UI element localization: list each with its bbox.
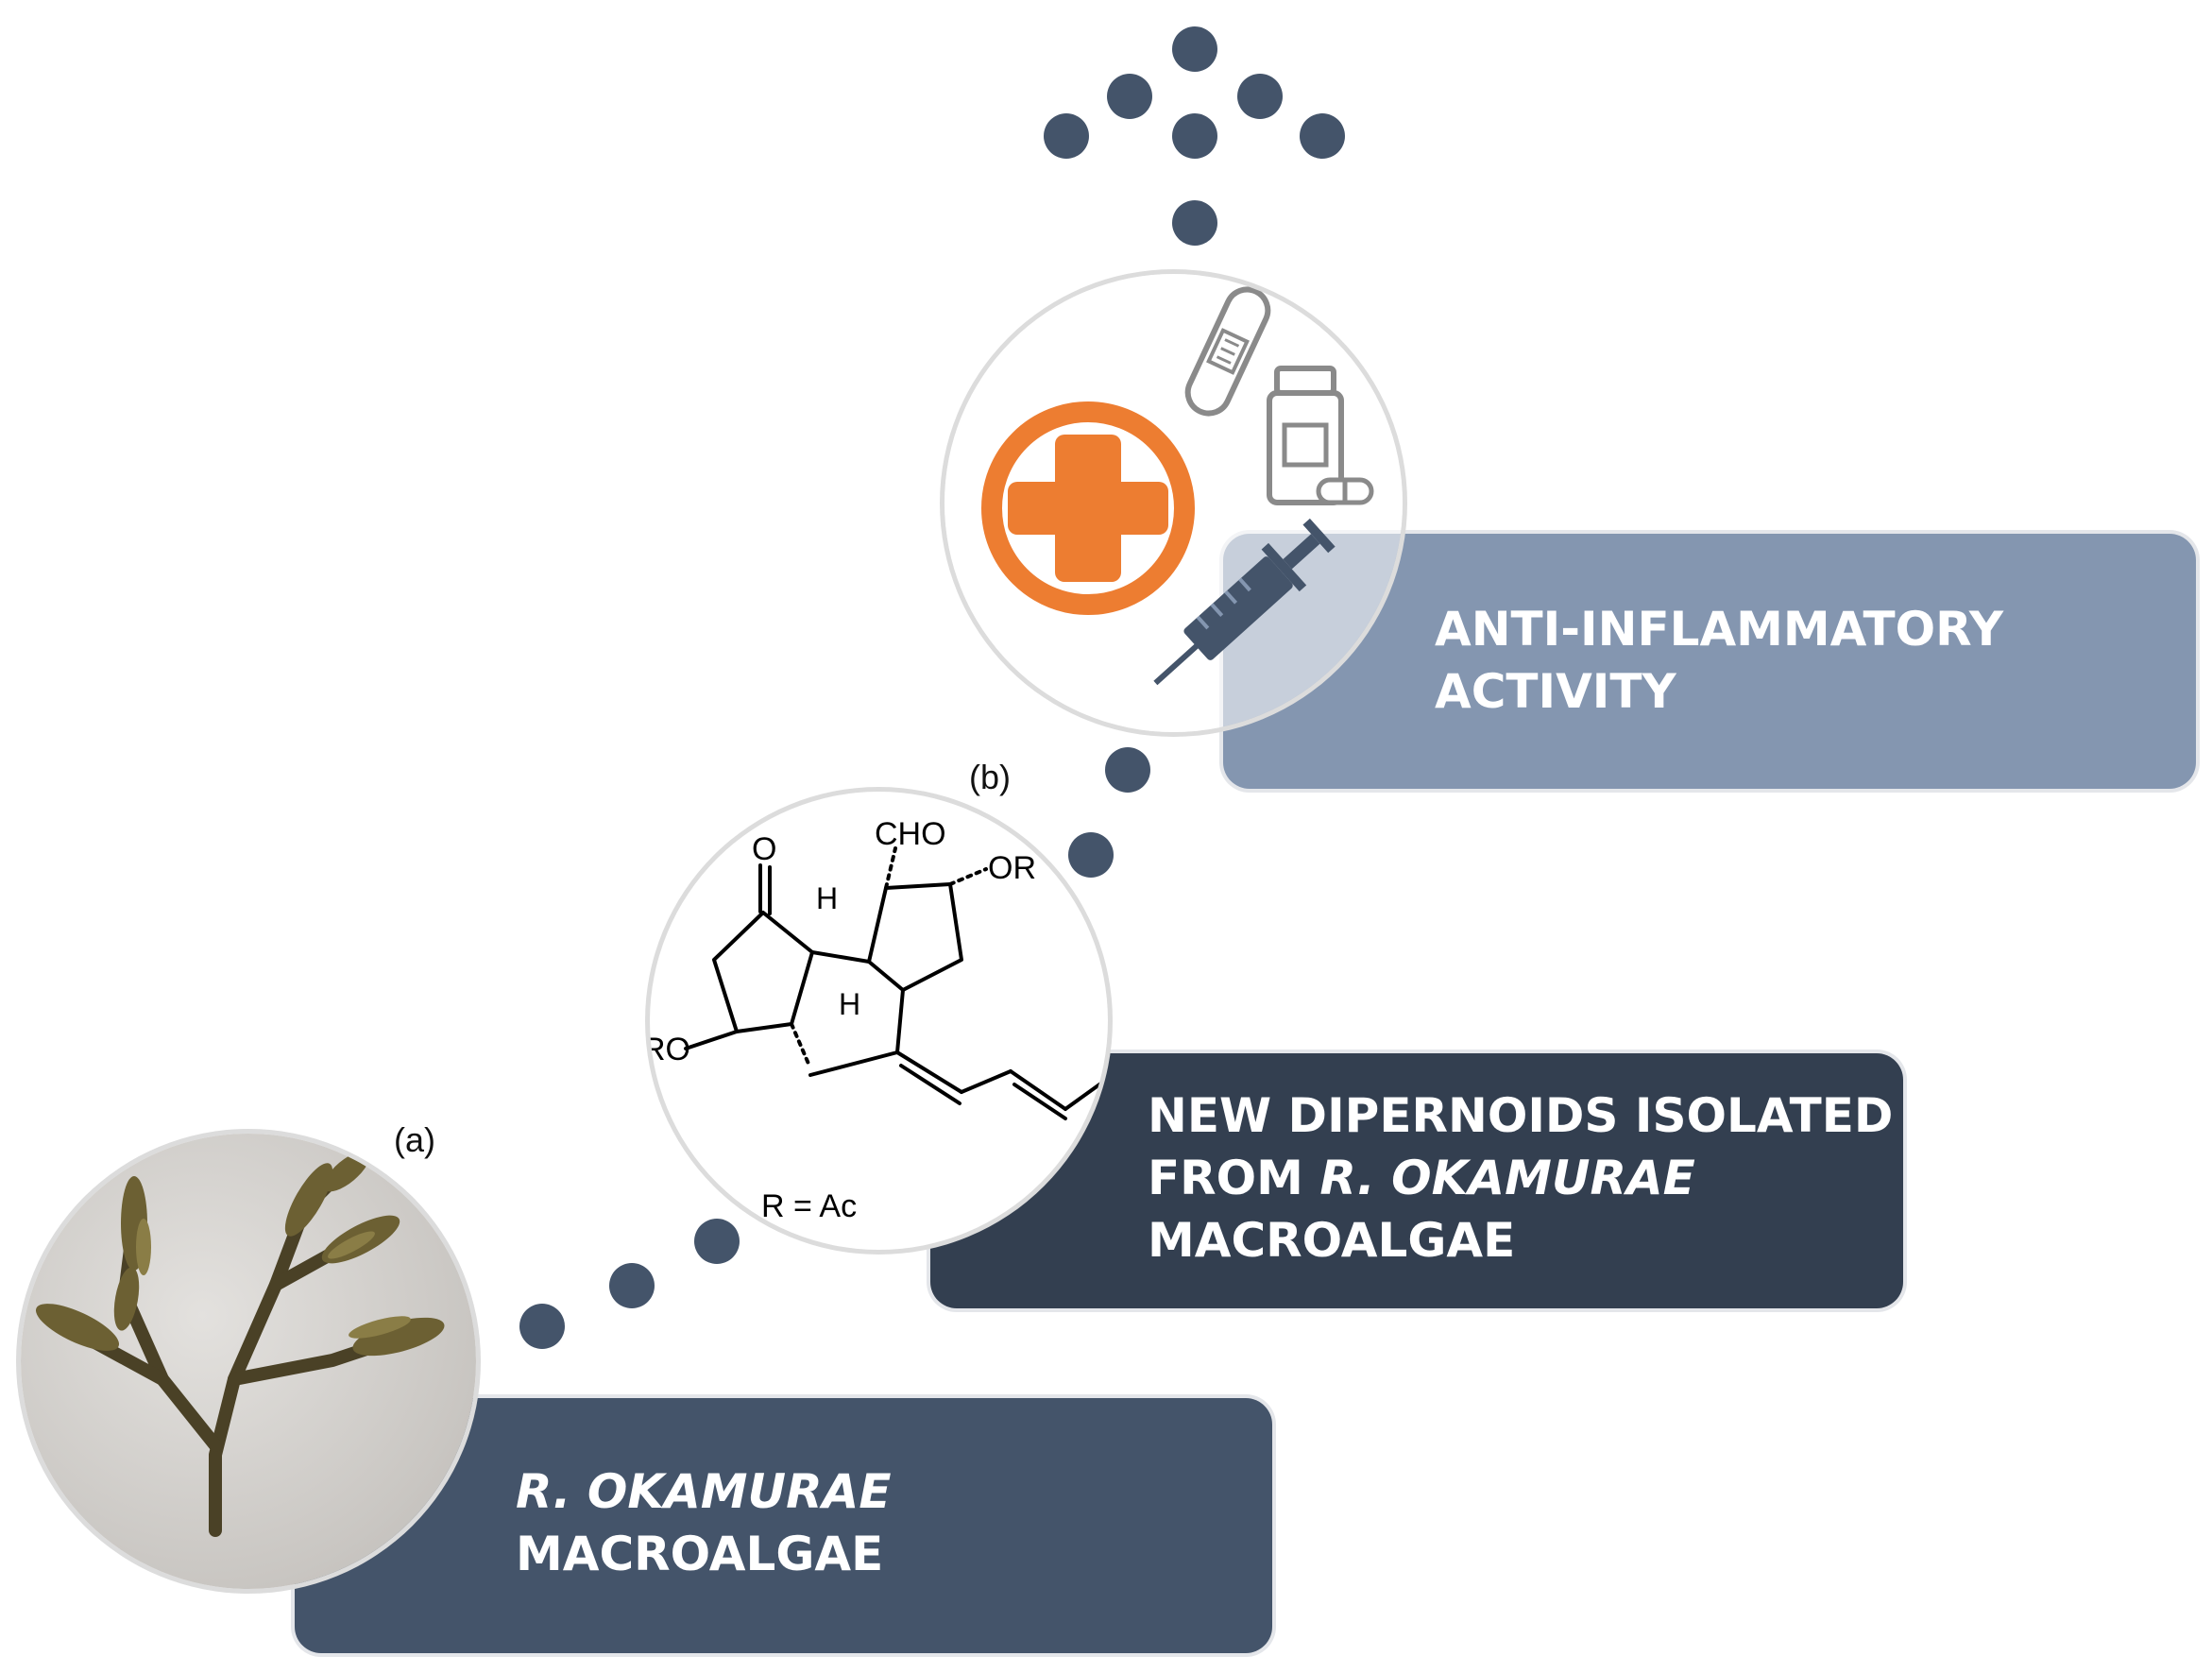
ester-left-label: RO (650, 1032, 690, 1067)
dipernoids-line-1: NEW DIPERNOIDS ISOLATED (1148, 1088, 1894, 1143)
path-dot (1068, 832, 1114, 878)
arrow-dot (1300, 113, 1345, 159)
capsule-icon (1316, 477, 1374, 505)
bandage-icon (1184, 286, 1271, 417)
syringe-icon (1153, 518, 1336, 686)
arrow-dot (1237, 74, 1283, 119)
algae-line-2: MACROALGAE (516, 1527, 884, 1581)
dipernoids-line-3: MACROALGAE (1148, 1213, 1516, 1268)
dipernoids-line-2: FROM R. OKAMURAE (1148, 1147, 1903, 1209)
hydrogen-top-label: H (816, 881, 838, 915)
arrow-dot (1172, 200, 1217, 246)
arrow-dot (1107, 74, 1152, 119)
ketone-oxygen-label: O (752, 831, 776, 867)
panel-label-b: (b) (969, 758, 1011, 796)
r-group-definition: R = Ac (761, 1188, 857, 1224)
aldehyde-label: CHO (875, 816, 946, 852)
hydrogen-bottom-label: H (839, 987, 860, 1021)
ester-right-label: OR (988, 850, 1036, 886)
dipernoid-structure-circle: O CHO OR RO H H R = Ac (650, 792, 1108, 1250)
dipernoids-line-2-prefix: FROM (1148, 1151, 1320, 1205)
path-dot (694, 1219, 740, 1264)
pill-bottle-icon (1267, 366, 1344, 505)
panel-label-a: (a) (394, 1120, 435, 1159)
arrow-dot (1172, 113, 1217, 159)
new-dipernoids-banner: NEW DIPERNOIDS ISOLATED FROM R. OKAMURAE… (930, 1053, 1903, 1308)
anti-inflammatory-activity-banner: ANTI-INFLAMMATORY ACTIVITY (1223, 534, 2196, 789)
medical-icons-circle (944, 274, 1403, 732)
seaweed-photo (21, 1134, 476, 1589)
algae-species-name: R. OKAMURAE (516, 1464, 892, 1519)
activity-line-2: ACTIVITY (1435, 664, 1676, 719)
activity-line-1: ANTI-INFLAMMATORY (1435, 602, 2004, 657)
path-dot (1105, 747, 1150, 793)
arrow-dot (1044, 113, 1089, 159)
path-dot (609, 1263, 655, 1308)
arrow-dot (1172, 26, 1217, 72)
dipernoids-species-name: R. OKAMURAE (1319, 1151, 1695, 1205)
medical-cross-icon (981, 401, 1195, 615)
path-dot (519, 1304, 565, 1349)
